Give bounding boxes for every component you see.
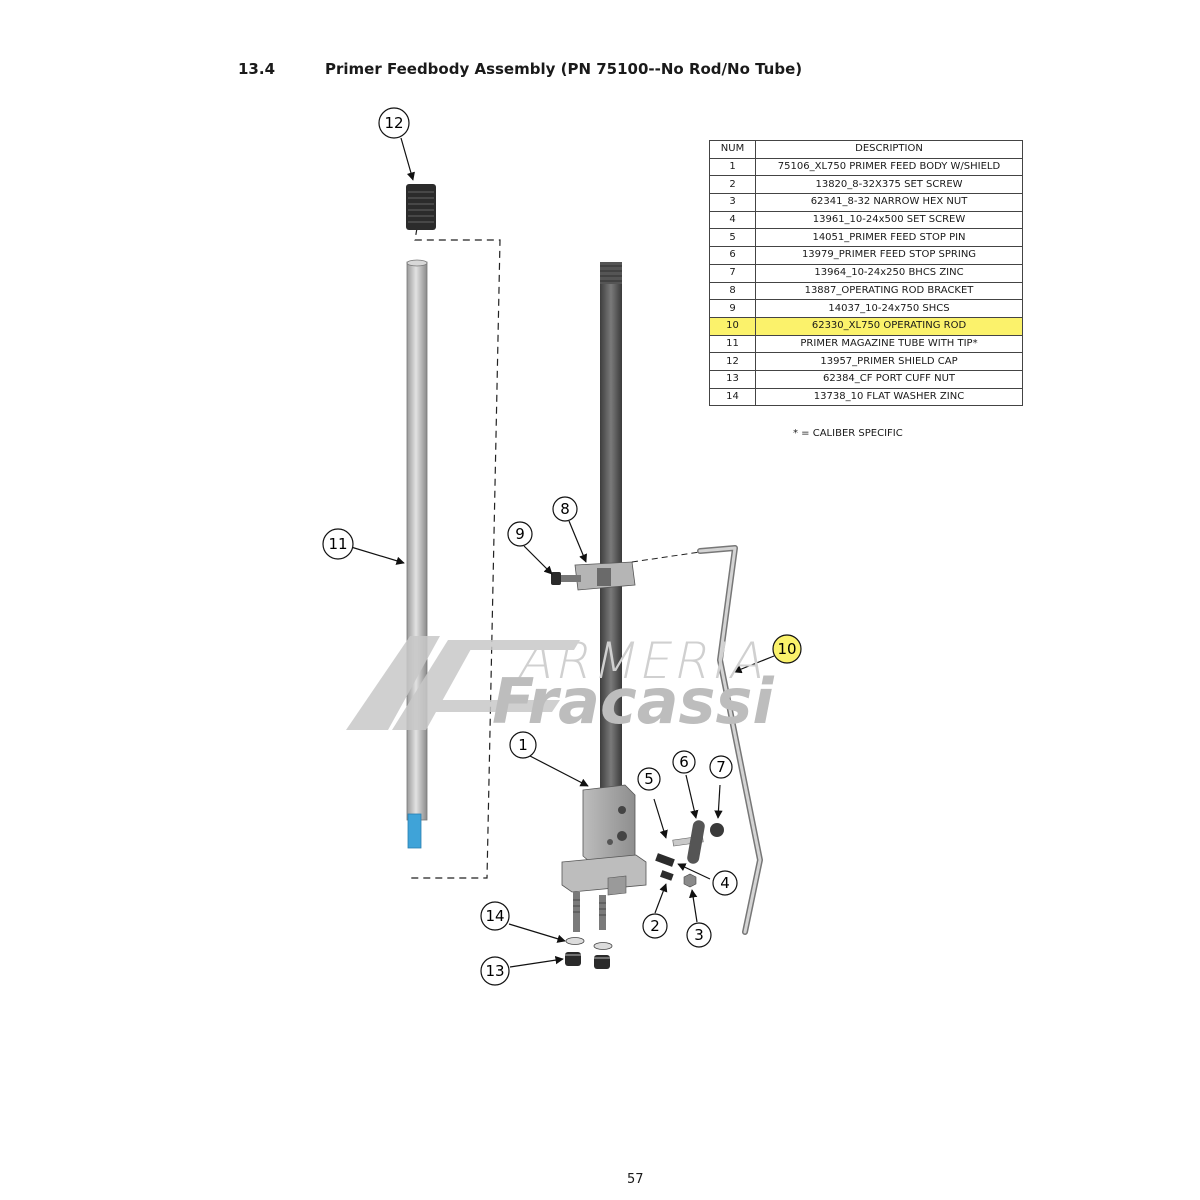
stop-spring-part	[687, 820, 705, 864]
callout-10: 10	[772, 634, 802, 664]
callout-2-label: 2	[650, 917, 660, 935]
bom-num: 12	[709, 352, 756, 371]
primer-shield-cap-part	[406, 184, 436, 230]
callout-2: 2	[642, 913, 668, 939]
callout-13-label: 13	[485, 962, 504, 980]
bhcs-screw-part	[710, 823, 724, 837]
callout-11: 11	[322, 528, 354, 560]
bom-desc: 13964_10-24x250 BHCS ZINC	[755, 263, 1023, 283]
bom-num: 6	[709, 246, 756, 265]
alignment-dashed-line	[407, 227, 501, 879]
callout-10-label: 10	[777, 640, 796, 658]
bom-desc: 13979_PRIMER FEED STOP SPRING	[755, 246, 1023, 265]
callout-11-label: 11	[328, 535, 347, 553]
callout-4-label: 4	[720, 874, 730, 892]
callout-6-label: 6	[679, 753, 689, 771]
bom-num: 14	[709, 387, 756, 407]
bom-num: 9	[709, 299, 756, 318]
bom-num: 1	[709, 157, 756, 177]
caliber-note: * = CALIBER SPECIFIC	[793, 428, 903, 439]
operating-rod-bracket-part	[574, 561, 636, 591]
shcs-screw-part	[551, 572, 581, 585]
leader-lines	[350, 137, 775, 968]
callout-8: 8	[552, 496, 578, 522]
watermark-line2: Fracassi	[492, 665, 774, 738]
section-number: 13.4	[238, 60, 276, 78]
bom-desc: 62341_8-32 NARROW HEX NUT	[755, 193, 1023, 212]
flat-washer-part	[565, 937, 613, 950]
bom-num: 7	[709, 263, 756, 283]
bom-desc: 62330_XL750 OPERATING ROD	[755, 316, 1023, 336]
callout-14-label: 14	[485, 907, 504, 925]
bom-num: 11	[709, 334, 756, 354]
bom-header-description: DESCRIPTION	[755, 140, 1023, 159]
callout-13: 13	[480, 956, 510, 986]
cf-port-cuff-nut-part	[565, 952, 610, 969]
callout-8-label: 8	[560, 500, 570, 518]
hex-nut-part	[683, 873, 697, 888]
bom-desc: 75106_XL750 PRIMER FEED BODY W/SHIELD	[755, 157, 1023, 177]
primer-magazine-tube-part	[406, 259, 428, 849]
callout-12: 12	[378, 107, 410, 139]
bracket-dash-line	[631, 551, 701, 563]
callout-9-label: 9	[515, 525, 525, 543]
primer-feed-body-part	[561, 262, 647, 932]
callout-12-label: 12	[384, 114, 403, 132]
bom-num: 13	[709, 369, 756, 389]
bom-desc: 13738_10 FLAT WASHER ZINC	[755, 387, 1023, 407]
section-title: Primer Feedbody Assembly (PN 75100--No R…	[325, 60, 803, 78]
callout-markers: 12 11 1 8 9 5 6 7 4 2 3 14 13 10	[322, 107, 802, 986]
callout-7-label: 7	[716, 758, 726, 776]
bom-desc: PRIMER MAGAZINE TUBE WITH TIP*	[755, 334, 1023, 354]
callout-7: 7	[709, 755, 733, 779]
callout-3: 3	[686, 922, 712, 948]
bom-desc: 13887_OPERATING ROD BRACKET	[755, 281, 1023, 301]
bom-desc: 13961_10-24x500 SET SCREW	[755, 210, 1023, 230]
bom-num: 8	[709, 281, 756, 301]
bom-num: 3	[709, 193, 756, 212]
bom-num: 2	[709, 175, 756, 195]
callout-5: 5	[637, 767, 661, 791]
page-number: 57	[627, 1172, 644, 1187]
callout-3-label: 3	[694, 926, 704, 944]
watermark-logo-mark	[346, 636, 580, 730]
bom-desc: 62384_CF PORT CUFF NUT	[755, 369, 1023, 389]
bom-desc: 14051_PRIMER FEED STOP PIN	[755, 228, 1023, 248]
callout-9: 9	[507, 521, 533, 547]
bom-desc: 13820_8-32X375 SET SCREW	[755, 175, 1023, 195]
bom-desc: 14037_10-24x750 SHCS	[755, 299, 1023, 318]
callout-14: 14	[480, 901, 510, 931]
set-screw-8-32-part	[659, 870, 674, 881]
bom-num: 4	[709, 210, 756, 230]
bom-header-num: NUM	[709, 140, 756, 159]
callout-6: 6	[672, 750, 696, 774]
callout-1: 1	[509, 731, 537, 759]
set-screw-10-24-part	[655, 853, 675, 867]
bom-num: 5	[709, 228, 756, 248]
callout-5-label: 5	[644, 770, 654, 788]
bom-header-row: NUM DESCRIPTION	[709, 140, 1023, 159]
bom-desc: 13957_PRIMER SHIELD CAP	[755, 352, 1023, 371]
operating-rod-part	[697, 545, 763, 935]
callout-4: 4	[712, 870, 738, 896]
callout-1-label: 1	[518, 736, 528, 754]
bom-num: 10	[709, 316, 756, 336]
